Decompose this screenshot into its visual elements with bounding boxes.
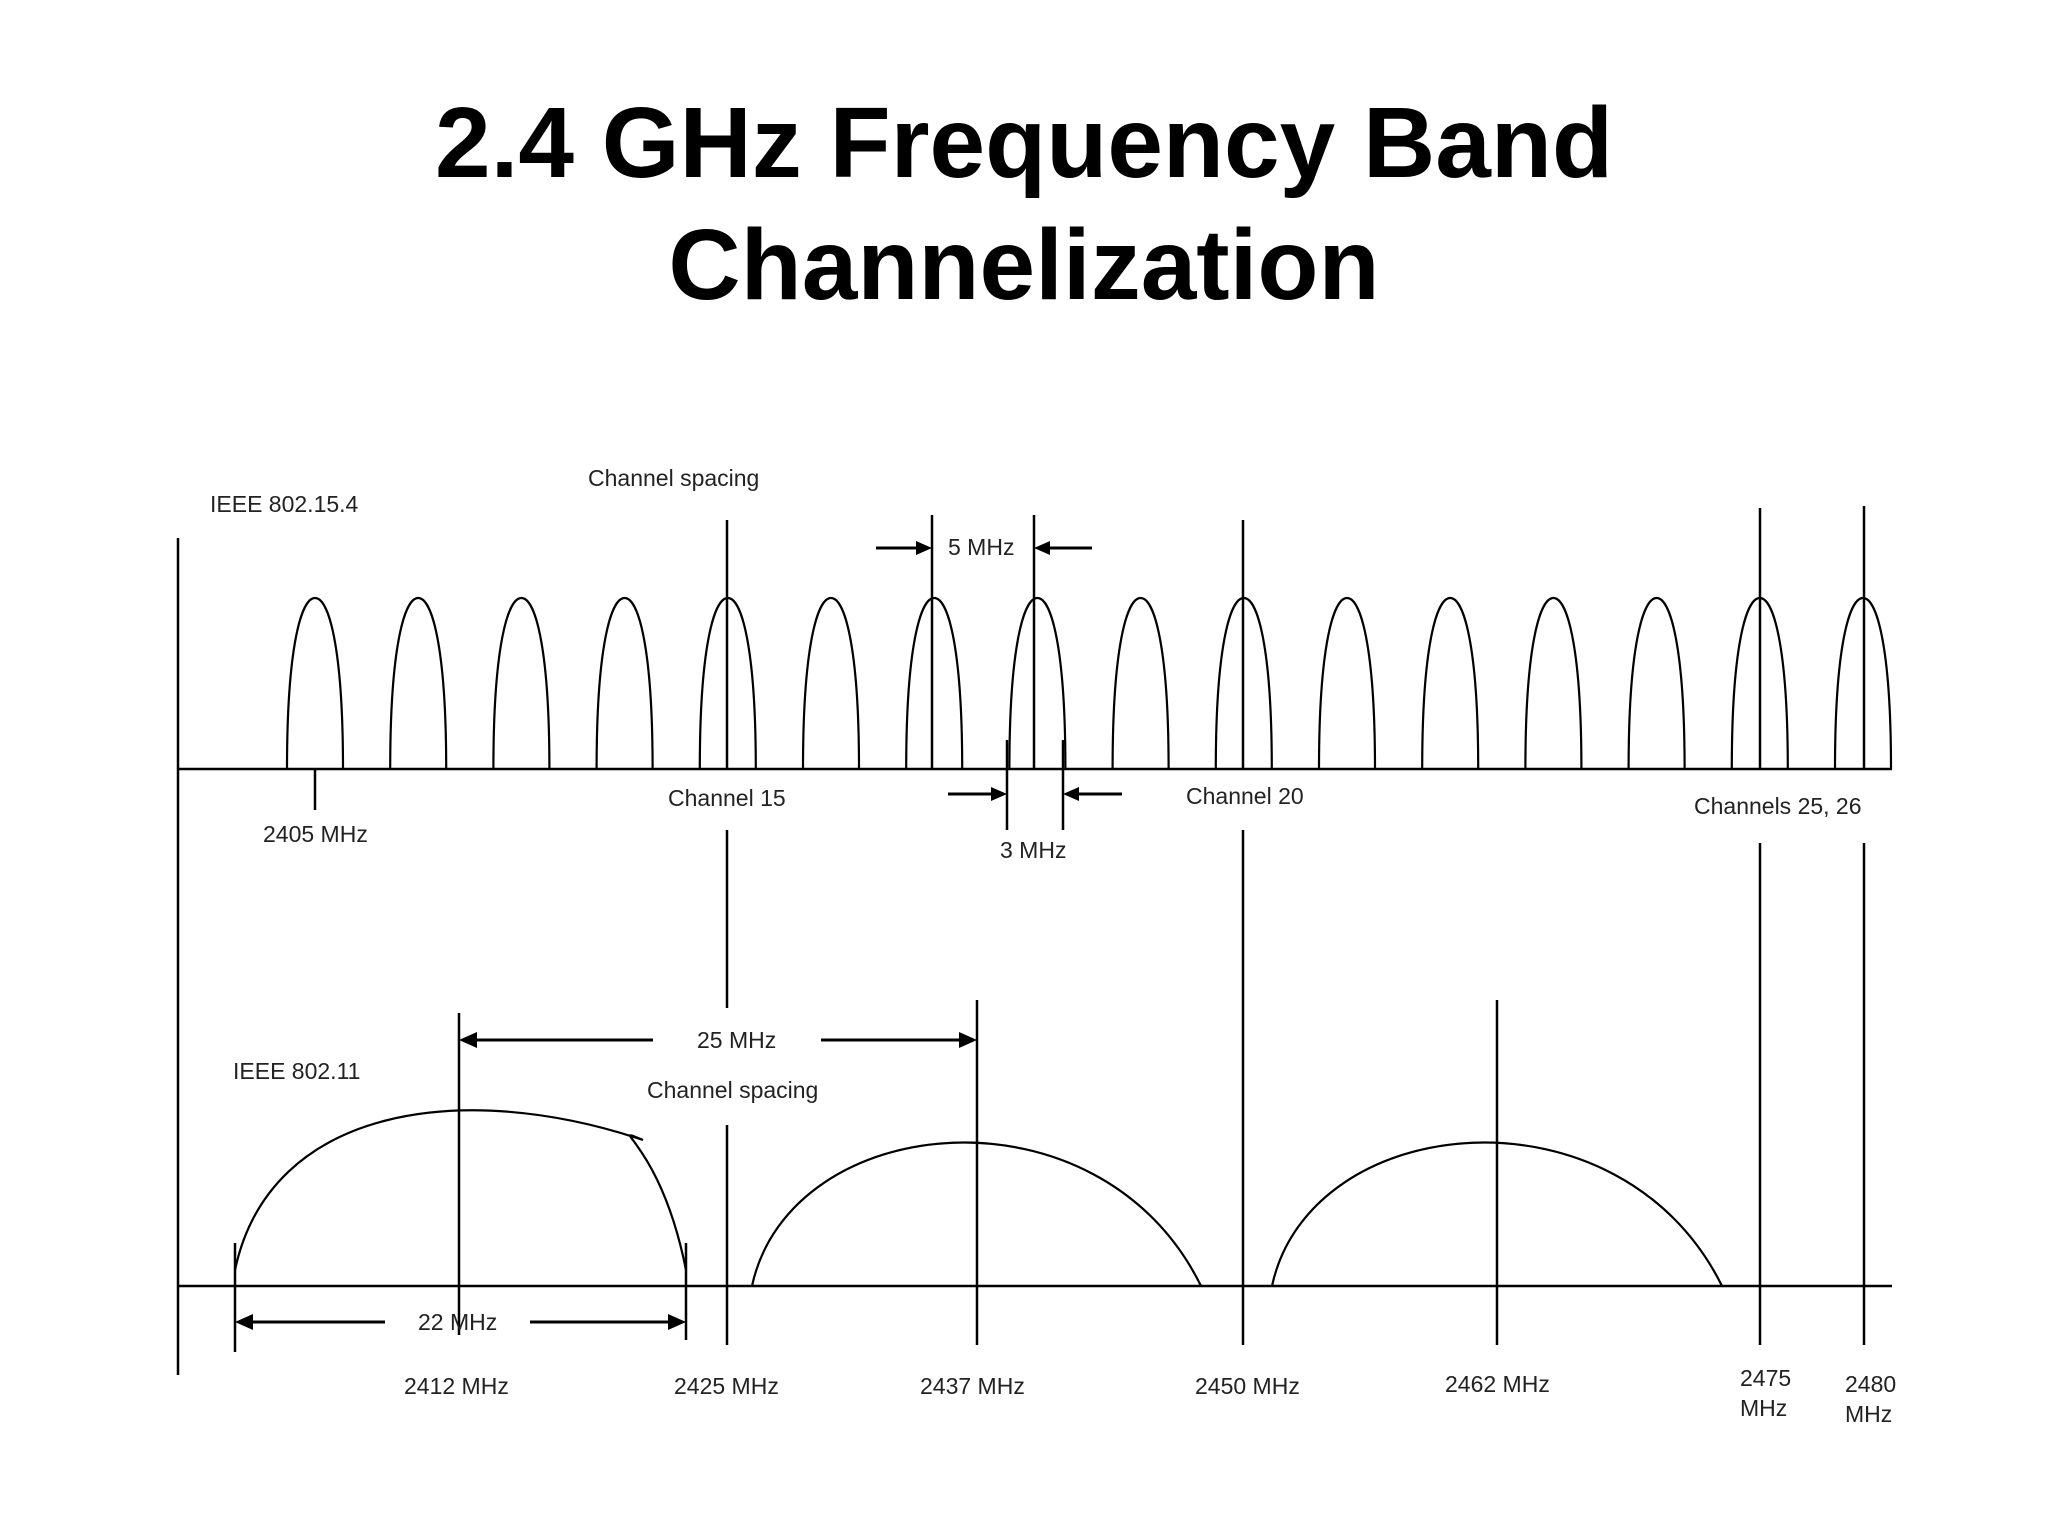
channel-lobe-13 [492, 596, 551, 770]
ieee80211-channel-1-curve [233, 1109, 688, 1271]
ieee80211-label: IEEE 802.11 [233, 1058, 360, 1084]
freq-label-2437: 2437 MHz [920, 1373, 1025, 1399]
bandwidth-arrow-left-head [235, 1314, 253, 1330]
ieee80211-channel-11-curve [1270, 1141, 1723, 1287]
channel-lobe-14 [595, 596, 654, 770]
ieee802154-channel-lobes [285, 596, 1893, 770]
ieee80211-frequency-labels: 2412 MHz 2425 MHz 2437 MHz 2450 MHz 2462… [404, 1365, 1896, 1427]
first-channel-freq-label: 2405 MHz [263, 821, 368, 847]
channel-lobe-12 [389, 596, 448, 770]
freq-label-2412: 2412 MHz [404, 1373, 509, 1399]
channels-25-26-label: Channels 25, 26 [1694, 793, 1862, 819]
channel-lobe-11 [285, 596, 345, 770]
slide-title: 2.4 GHz Frequency Band Channelization [0, 82, 2048, 326]
channel-spacing-caption-upper: Channel spacing [588, 465, 759, 491]
channel-lobe-19 [1111, 596, 1170, 770]
title-line-1: 2.4 GHz Frequency Band [434, 87, 1614, 199]
spacing-5mhz-label: 5 MHz [948, 534, 1014, 560]
width-3mhz-label: 3 MHz [1000, 837, 1066, 863]
channel-lobe-16 [801, 596, 861, 770]
spacing25-arrow-right-head [959, 1032, 977, 1048]
spacing-arrow-left-head [916, 541, 932, 555]
channel-15-label: Channel 15 [668, 785, 786, 811]
channel-spacing-caption-lower: Channel spacing [647, 1077, 818, 1103]
three-mhz-width-indicator: 3 MHz [948, 740, 1122, 863]
bandwidth-22mhz-label: 22 MHz [418, 1309, 497, 1335]
spacing-25mhz-label: 25 MHz [697, 1027, 776, 1053]
channel-lobe-21 [1317, 596, 1377, 770]
freq-label-2475-unit: MHz [1740, 1395, 1787, 1421]
twenty-five-mhz-spacing-indicator: 25 MHz Channel spacing [459, 1027, 977, 1103]
ieee802154-label: IEEE 802.15.4 [210, 491, 359, 517]
ieee80211-channel-curves [233, 1109, 1723, 1287]
channel-lobe-23 [1524, 596, 1583, 770]
freq-label-2462: 2462 MHz [1445, 1371, 1550, 1397]
freq-label-2480-unit: MHz [1845, 1401, 1892, 1427]
channel-20-label: Channel 20 [1186, 783, 1304, 809]
spacing25-arrow-left-head [459, 1032, 477, 1048]
spacing-arrow-right-head [1034, 541, 1050, 555]
channel-lobe-17 [905, 596, 964, 770]
channel-lobe-18 [1008, 596, 1067, 770]
twenty-two-mhz-bandwidth-indicator: 22 MHz [233, 1243, 688, 1352]
freq-label-2480: 2480 [1845, 1371, 1896, 1397]
width-arrow-left-head [991, 787, 1007, 801]
bandwidth-arrow-right-head [668, 1314, 686, 1330]
freq-label-2450: 2450 MHz [1195, 1373, 1300, 1399]
freq-label-2475: 2475 [1740, 1365, 1791, 1391]
channel-lobe-24 [1627, 596, 1686, 770]
width-arrow-right-head [1063, 787, 1079, 801]
ieee80211-channel-6-curve [750, 1141, 1202, 1287]
title-line-2: Channelization [668, 209, 1380, 321]
freq-label-2425: 2425 MHz [674, 1373, 779, 1399]
channel-lobe-22 [1421, 596, 1480, 770]
five-mhz-spacing-indicator: 5 MHz [876, 515, 1092, 769]
